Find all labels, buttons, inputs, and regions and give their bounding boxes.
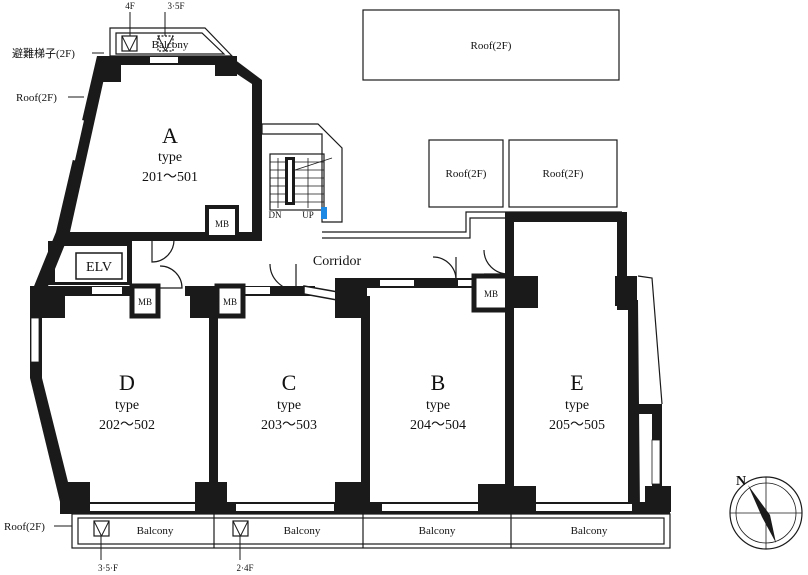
floor-note-4f: 4F [125,1,135,11]
unit-type: type [115,398,139,413]
floor-note-24f: 2·4F [236,563,253,573]
elevator-label: ELV [86,260,112,275]
unit-type: type [426,398,450,413]
unit-letter: D [119,370,135,395]
unit-range: 202～502 [99,418,155,433]
unit-type: type [565,398,589,413]
unit-type: type [158,150,182,165]
roof-label-bottom-left: Roof(2F) [4,521,45,533]
balcony-label: Balcony [571,525,608,537]
roof-block-mid-right: Roof(2F) [508,139,618,208]
roof-block-top: Roof(2F) [362,9,620,81]
unit-range: 201～501 [142,170,198,185]
mb-label: MB [223,297,237,307]
unit-range: 203～503 [261,418,317,433]
escape-ladder-label: 避難梯子(2F) [12,46,75,60]
unit-type: type [277,398,301,413]
staircase: DN UP [261,123,343,223]
balcony-label: Balcony [419,525,456,537]
unit-letter: E [570,370,583,395]
unit-letter: B [431,370,446,395]
unit-range: 205～505 [549,418,605,433]
escape-hatch-icon [93,520,110,537]
svg-text:N: N [736,474,746,489]
balcony-label: Balcony [284,525,321,537]
accent-marker [321,207,327,219]
roof-block-mid-left: Roof(2F) [428,139,504,208]
mb-label: MB [484,289,498,299]
unit-letter: A [162,123,178,148]
roof-label: Roof(2F) [543,168,584,180]
mb-label: MB [215,219,229,229]
escape-hatch-icon [232,520,249,537]
mb-label: MB [138,297,152,307]
floor-note-35f: 3·5·F [98,563,118,573]
stairs-down-label: DN [269,210,282,220]
compass-north-icon: N [729,474,803,550]
unit-range: 204～504 [410,418,466,433]
escape-hatch-icon [121,35,138,52]
roof-label: Roof(2F) [446,168,487,180]
floor-note-35f: 3·5F [167,1,184,11]
balcony-label: Balcony [137,525,174,537]
corridor-label: Corridor [313,254,362,269]
unit-letter: C [282,370,297,395]
stairs-up-label: UP [302,210,314,220]
unit-a: MB A type 201～501 [56,56,262,241]
roof-label-left: Roof(2F) [16,92,57,104]
top-balcony: Balcony 4F 3·5F [109,1,234,57]
roof-label: Roof(2F) [471,40,512,52]
bottom-balcony: Balcony Balcony Balcony Balcony 3·5·F 2·… [71,513,671,573]
